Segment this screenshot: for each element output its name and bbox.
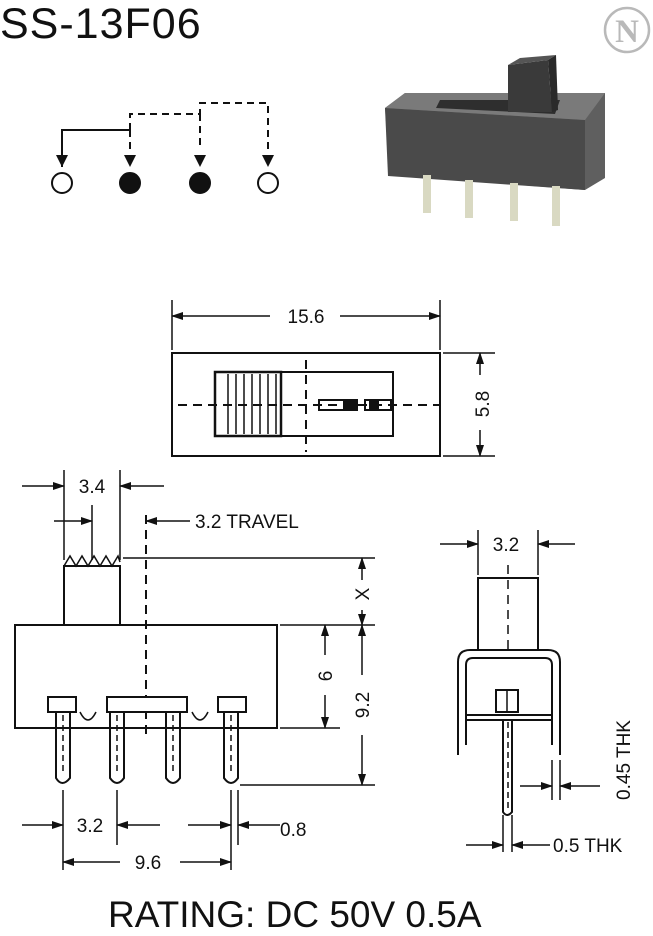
top-view: [171, 300, 495, 457]
dim-overall-length: 15.6: [288, 307, 325, 328]
dim-overall-width: 5.8: [473, 391, 494, 417]
front-view: [14, 470, 375, 870]
dim-actuator-height: X: [353, 587, 374, 600]
dim-body-height: 6: [316, 671, 337, 682]
dim-pin-width: 0.8: [280, 820, 306, 841]
svg-text:N: N: [615, 14, 639, 50]
switch-photo: [385, 55, 605, 226]
dim-actuator-width: 3.4: [79, 477, 106, 498]
dim-side-width: 3.2: [493, 535, 519, 556]
rating-label: RATING: DC 50V 0.5A: [108, 894, 482, 935]
dim-pin-pitch: 3.2: [77, 816, 103, 837]
dim-travel: 3.2 TRAVEL: [195, 512, 299, 533]
dim-frame-thickness: 0.45 THK: [614, 720, 635, 800]
side-view: [440, 530, 600, 852]
brand-logo: N: [603, 6, 651, 54]
dim-total-height: 9.2: [353, 692, 374, 718]
dim-pin-thickness: 0.5 THK: [553, 836, 623, 857]
dim-pin-span: 9.6: [135, 853, 161, 874]
model-title: SS-13F06: [0, 0, 202, 48]
switch-schematic: [51, 102, 279, 194]
